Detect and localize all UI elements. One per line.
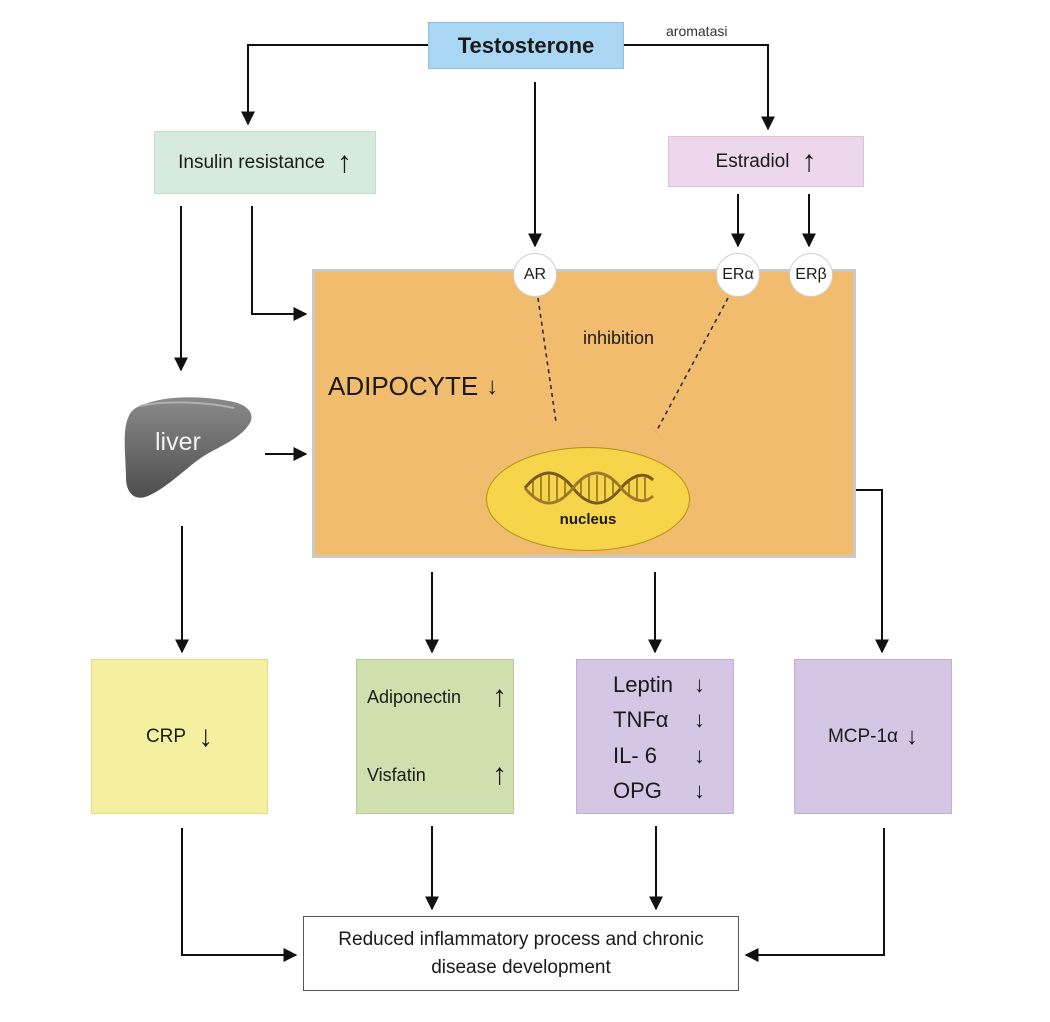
nucleus-label: nucleus xyxy=(559,511,617,528)
adiponectin-label: Adiponectin xyxy=(367,686,462,707)
aromatase-label: aromatasi xyxy=(666,23,728,39)
down-arrow-icon: ↓ xyxy=(694,778,705,803)
up-arrow-icon: ↑ xyxy=(801,144,817,178)
insulin-resistance-box: Insulin resistance ↑ xyxy=(154,131,376,194)
arrow-crp-to-result xyxy=(181,828,298,962)
estradiol-box: Estradiol ↑ xyxy=(668,136,864,187)
result-line-2: disease development xyxy=(431,956,611,978)
visfatin-row: Visfatin ↑ xyxy=(367,760,507,790)
down-arrow-icon: ↓ xyxy=(486,372,499,400)
adipocyte-title: ADIPOCYTE ↓ xyxy=(328,371,498,402)
crp-box: CRP ↓ xyxy=(91,659,268,814)
down-arrow-icon: ↓ xyxy=(694,707,705,732)
up-arrow-icon: ↑ xyxy=(336,145,352,179)
inhibition-label: inhibition xyxy=(583,328,655,348)
estradiol-label: Estradiol xyxy=(715,150,790,172)
adipokines-box: Adiponectin ↑ Visfatin ↑ xyxy=(356,659,514,814)
leptin-row: Leptin ↓ xyxy=(613,669,705,701)
visfatin-label: Visfatin xyxy=(367,764,426,785)
adipocyte-label: ADIPOCYTE xyxy=(328,371,479,401)
arrow-testosterone-to-insulin xyxy=(241,44,428,126)
insulin-resistance-label: Insulin resistance xyxy=(178,151,325,173)
down-arrow-icon: ↓ xyxy=(906,722,919,750)
il6-row: IL- 6 ↓ xyxy=(613,740,705,772)
down-arrow-icon: ↓ xyxy=(694,672,705,697)
er-alpha-label: ERα xyxy=(722,266,754,283)
up-arrow-icon: ↑ xyxy=(492,758,507,791)
testosterone-box: Testosterone xyxy=(428,22,624,69)
nucleus: nucleus xyxy=(486,447,690,551)
inhibition-line-ar xyxy=(537,297,557,423)
inhibition-line-er-alpha xyxy=(655,297,729,433)
down-arrow-icon: ↓ xyxy=(694,743,705,768)
mcp-box: MCP-1α ↓ xyxy=(794,659,952,814)
result-box: Reduced inflammatory process and chronic… xyxy=(303,916,739,991)
down-arrow-icon: ↓ xyxy=(198,719,214,753)
er-beta-label: ERβ xyxy=(795,266,827,283)
up-arrow-icon: ↑ xyxy=(492,680,507,713)
il6-label: IL- 6 xyxy=(613,743,658,768)
arrow-testosterone-to-estradiol xyxy=(624,44,775,131)
opg-row: OPG ↓ xyxy=(613,775,705,807)
arrow-mcp-to-result xyxy=(744,828,885,962)
er-alpha-receptor: ERα xyxy=(716,253,760,297)
adiponectin-row: Adiponectin ↑ xyxy=(367,682,507,712)
cytokines-box: Leptin ↓ TNFα ↓ IL- 6 ↓ OPG ↓ xyxy=(576,659,734,814)
tnf-alpha-row: TNFα ↓ xyxy=(613,704,705,736)
result-line-1: Reduced inflammatory process and chronic xyxy=(338,928,704,950)
er-beta-receptor: ERβ xyxy=(789,253,833,297)
ar-receptor: AR xyxy=(513,253,557,297)
leptin-label: Leptin xyxy=(613,672,673,697)
dna-icon xyxy=(523,471,655,505)
tnf-alpha-label: TNFα xyxy=(613,707,669,732)
liver-icon xyxy=(124,397,252,498)
mcp-label: MCP-1α xyxy=(827,725,899,747)
testosterone-label: Testosterone xyxy=(457,32,595,58)
liver-label: liver xyxy=(155,428,201,456)
arrow-insulin-to-adipocyte xyxy=(251,206,308,321)
ar-label: AR xyxy=(523,266,547,283)
crp-label: CRP xyxy=(145,725,187,747)
opg-label: OPG xyxy=(613,778,662,803)
